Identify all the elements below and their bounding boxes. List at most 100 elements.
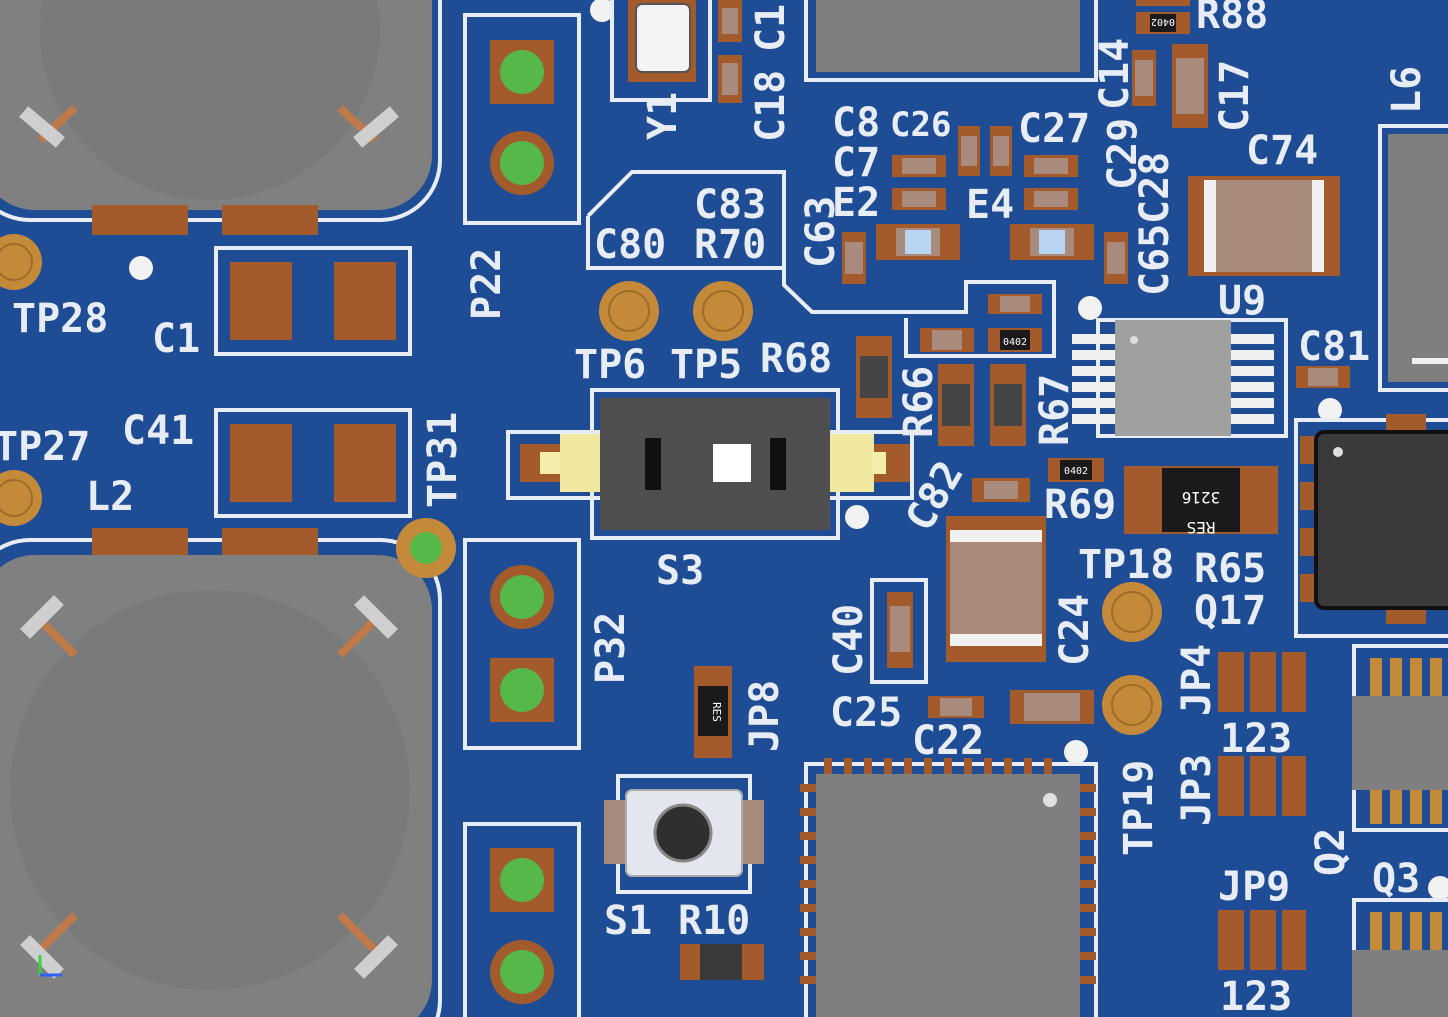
label-c40: C40 bbox=[826, 604, 872, 676]
label-q3: Q3 bbox=[1372, 856, 1420, 902]
small-passives-c82-r69[interactable] bbox=[972, 458, 1104, 502]
header-bottom[interactable] bbox=[463, 822, 581, 1017]
testpoint-tp28[interactable] bbox=[0, 234, 42, 290]
inductor-l6[interactable] bbox=[1378, 124, 1448, 392]
label-c18: C18 bbox=[748, 70, 794, 142]
label-e2: E2 bbox=[832, 180, 880, 226]
label-r88: R88 bbox=[1196, 0, 1268, 38]
transistor-q17[interactable] bbox=[1294, 414, 1448, 638]
label-jp4: JP4 bbox=[1174, 644, 1220, 716]
label-tp19: TP19 bbox=[1116, 760, 1162, 856]
outline-c80-region bbox=[586, 170, 1056, 358]
label-tp27: TP27 bbox=[0, 424, 90, 470]
label-c25: C25 bbox=[830, 690, 902, 736]
jumper-jp9[interactable] bbox=[1218, 910, 1306, 970]
label-l6: L6 bbox=[1384, 66, 1430, 114]
label-c14: C14 bbox=[1092, 38, 1138, 110]
capacitor-c40[interactable] bbox=[870, 578, 928, 684]
label-c63: C63 bbox=[798, 196, 844, 268]
label-s1: S1 bbox=[604, 898, 652, 944]
label-r10: R10 bbox=[678, 898, 750, 944]
label-pins-b: 123 bbox=[1220, 974, 1292, 1017]
capacitors-c25-c22[interactable] bbox=[928, 690, 1094, 724]
part-mark-r65-bottom: RES bbox=[1187, 518, 1216, 537]
label-s3: S3 bbox=[656, 548, 704, 594]
label-c74: C74 bbox=[1246, 128, 1318, 174]
label-c81: C81 bbox=[1298, 324, 1370, 370]
ic-bottom-center[interactable] bbox=[800, 758, 1098, 1017]
testpoint-tp5[interactable] bbox=[693, 281, 753, 341]
label-jp3: JP3 bbox=[1174, 754, 1220, 826]
label-c65: C65 bbox=[1132, 224, 1178, 296]
label-c80: C80 bbox=[594, 222, 666, 268]
label-q17: Q17 bbox=[1194, 588, 1266, 634]
label-jp8: JP8 bbox=[742, 680, 788, 752]
button-s1[interactable] bbox=[604, 774, 764, 894]
capacitor-c74[interactable] bbox=[1188, 176, 1340, 276]
capacitor-c81[interactable] bbox=[1296, 366, 1350, 388]
jumper-jp4[interactable] bbox=[1218, 652, 1306, 712]
capacitor-c1[interactable] bbox=[214, 246, 412, 356]
label-c7: C7 bbox=[832, 140, 880, 186]
header-p22[interactable] bbox=[463, 13, 581, 225]
axis-indicator-icon bbox=[38, 955, 62, 977]
capacitor-c24[interactable] bbox=[946, 516, 1046, 662]
capacitor-c41[interactable] bbox=[214, 408, 412, 518]
transistor-q3[interactable] bbox=[1352, 898, 1448, 1017]
inductor-bottom-left[interactable] bbox=[0, 528, 442, 1017]
label-c26: C26 bbox=[890, 105, 951, 145]
testpoint-tp31[interactable] bbox=[396, 518, 456, 578]
label-c27: C27 bbox=[1018, 106, 1090, 152]
label-c1x: C1 bbox=[748, 4, 794, 52]
label-c8: C8 bbox=[832, 100, 880, 146]
inductor-top-left[interactable] bbox=[0, 0, 442, 235]
label-r67: R67 bbox=[1032, 374, 1078, 446]
resistor-r65[interactable]: 3216 RES bbox=[1124, 466, 1278, 537]
switch-s3[interactable] bbox=[506, 388, 914, 540]
testpoint-tp18[interactable] bbox=[1102, 582, 1162, 642]
label-r65: R65 bbox=[1194, 546, 1266, 592]
part-mark-0402-mid: 0402 bbox=[1003, 337, 1027, 348]
part-mark-jp8: RES bbox=[710, 702, 723, 722]
label-p22: P22 bbox=[464, 248, 510, 320]
fiducial-dots bbox=[129, 0, 1448, 900]
label-p32: P32 bbox=[588, 612, 634, 684]
label-tp5: TP5 bbox=[670, 342, 742, 388]
testpoint-tp27[interactable] bbox=[0, 470, 42, 526]
label-r68: R68 bbox=[760, 336, 832, 382]
crystal-y1[interactable] bbox=[610, 0, 712, 102]
resistor-r10[interactable] bbox=[680, 944, 764, 980]
capacitor-c18[interactable] bbox=[718, 0, 742, 103]
label-c24: C24 bbox=[1052, 594, 1098, 666]
label-tp18: TP18 bbox=[1078, 542, 1174, 588]
testpoint-tp6[interactable] bbox=[599, 281, 659, 341]
part-mark-r65-top: 3216 bbox=[1182, 488, 1221, 507]
transistor-q2[interactable] bbox=[1352, 644, 1448, 832]
part-mark-0402-top: 0402 bbox=[1151, 16, 1175, 27]
ic-u9[interactable] bbox=[1072, 318, 1288, 438]
small-passives-cluster[interactable] bbox=[842, 0, 1208, 352]
label-tp6: TP6 bbox=[574, 342, 646, 388]
label-tp31: TP31 bbox=[420, 412, 466, 508]
label-c41: C41 bbox=[122, 408, 194, 454]
label-c1: C1 bbox=[152, 316, 200, 362]
label-l2: L2 bbox=[86, 474, 134, 520]
label-c22: C22 bbox=[912, 718, 984, 764]
jumper-jp3[interactable] bbox=[1218, 756, 1306, 816]
label-jp9: JP9 bbox=[1218, 864, 1290, 910]
part-mark-0402-r69: 0402 bbox=[1064, 466, 1088, 477]
label-r66: R66 bbox=[896, 366, 942, 438]
label-y1: Y1 bbox=[640, 92, 686, 140]
ic-top-center[interactable] bbox=[804, 0, 1098, 82]
label-c28: C28 bbox=[1132, 152, 1178, 224]
resistors-r66-r67-r68[interactable] bbox=[856, 336, 1026, 446]
header-p32[interactable] bbox=[463, 538, 581, 750]
label-pins-a: 123 bbox=[1220, 716, 1292, 762]
jumper-jp8[interactable]: RES bbox=[694, 666, 732, 758]
label-c29: C29 bbox=[1100, 118, 1146, 190]
testpoint-tp19[interactable] bbox=[1102, 675, 1162, 735]
label-u9: U9 bbox=[1218, 278, 1266, 324]
label-q2: Q2 bbox=[1308, 828, 1354, 876]
label-tp28: TP28 bbox=[12, 296, 108, 342]
